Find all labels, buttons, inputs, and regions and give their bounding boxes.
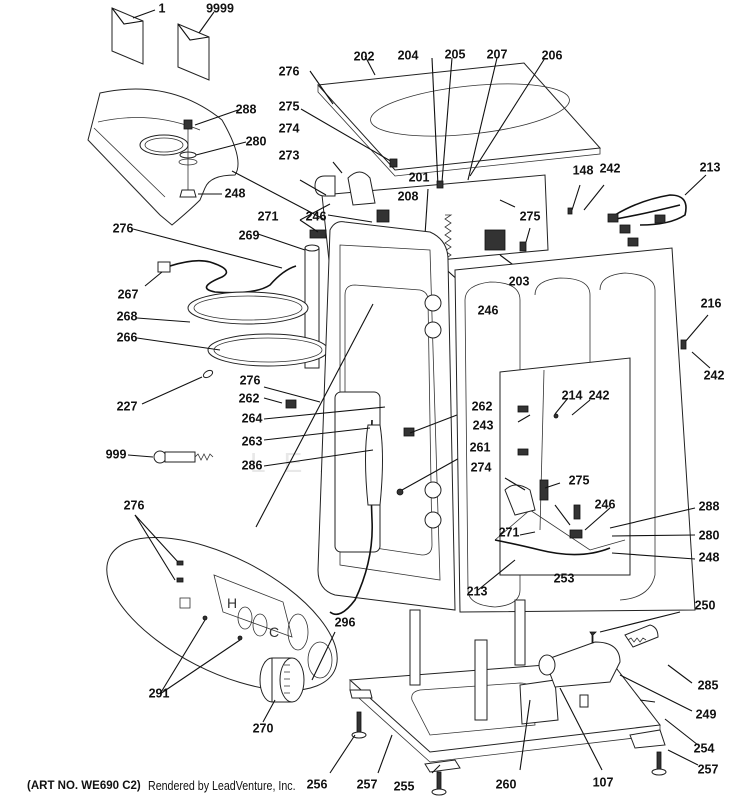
cabinet-base (329, 599, 699, 796)
callout-256[interactable]: 256 (306, 777, 328, 792)
callout-276[interactable]: 276 (239, 373, 261, 388)
callout-255[interactable]: 255 (393, 779, 415, 794)
callout-207[interactable]: 207 (486, 47, 508, 62)
callout-262[interactable]: 262 (238, 391, 260, 406)
callout-280[interactable]: 280 (245, 134, 267, 149)
callout-249[interactable]: 249 (695, 707, 717, 722)
art-number: (ART NO. WE690 C2) (27, 780, 141, 792)
callout-291[interactable]: 291 (148, 686, 170, 701)
callout-260[interactable]: 260 (495, 777, 517, 792)
callout-242[interactable]: 242 (703, 368, 725, 383)
callout-253[interactable]: 253 (553, 571, 575, 586)
callout-213[interactable]: 213 (699, 160, 721, 175)
cabinet-side (454, 247, 711, 613)
callout-271[interactable]: 271 (498, 525, 520, 540)
literature-packet-9999 (177, 11, 215, 81)
callout-204[interactable]: 204 (397, 48, 419, 63)
callout-148[interactable]: 148 (572, 163, 594, 178)
callout-288[interactable]: 288 (698, 499, 720, 514)
callout-227[interactable]: 227 (116, 399, 138, 414)
callout-270[interactable]: 270 (252, 721, 274, 736)
callout-274[interactable]: 274 (470, 460, 492, 475)
callout-254[interactable]: 254 (693, 741, 715, 756)
callout-246[interactable]: 246 (305, 209, 327, 224)
svg-text:C: C (269, 624, 279, 640)
top-panel (300, 55, 602, 177)
callout-999[interactable]: 999 (105, 447, 127, 462)
leveling-leg (351, 711, 667, 796)
callout-208[interactable]: 208 (397, 189, 419, 204)
callout-276[interactable]: 276 (278, 64, 300, 79)
callout-242[interactable]: 242 (599, 161, 621, 176)
callout-206[interactable]: 206 (541, 48, 563, 63)
callout-275[interactable]: 275 (278, 99, 300, 114)
front-cabinet (255, 221, 473, 616)
callout-203[interactable]: 203 (508, 274, 530, 289)
render-credit: Rendered by LeadVenture, Inc. (148, 778, 296, 793)
callout-275[interactable]: 275 (519, 209, 541, 224)
timer-knob (259, 657, 305, 703)
callout-246[interactable]: 246 (594, 497, 616, 512)
callout-214[interactable]: 214 (561, 388, 583, 403)
callout-269[interactable]: 269 (238, 228, 260, 243)
callout-263[interactable]: 263 (241, 434, 263, 449)
shipping-bolt (127, 450, 214, 464)
callout-261[interactable]: 261 (469, 440, 491, 455)
callout-268[interactable]: 268 (116, 309, 138, 324)
callout-201[interactable]: 201 (408, 170, 430, 185)
callout-288[interactable]: 288 (235, 102, 257, 117)
callout-1[interactable]: 1 (158, 1, 166, 16)
callout-285[interactable]: 285 (697, 678, 719, 693)
callout-257[interactable]: 257 (356, 777, 378, 792)
control-panel-detail: H C (106, 514, 338, 723)
callout-271[interactable]: 271 (257, 209, 279, 224)
callout-248[interactable]: 248 (698, 550, 720, 565)
callout-257[interactable]: 257 (697, 762, 719, 777)
callout-202[interactable]: 202 (353, 49, 375, 64)
callout-262[interactable]: 262 (471, 399, 493, 414)
literature-packet-1 (111, 7, 156, 65)
svg-text:H: H (227, 595, 237, 611)
callout-9999[interactable]: 9999 (206, 1, 234, 16)
callout-275[interactable]: 275 (568, 473, 590, 488)
callout-274[interactable]: 274 (278, 121, 300, 136)
console-endcap (87, 88, 336, 226)
callout-107[interactable]: 107 (592, 775, 614, 790)
callout-250[interactable]: 250 (694, 598, 716, 613)
callout-296[interactable]: 296 (334, 615, 356, 630)
power-cord (132, 228, 297, 294)
callout-266[interactable]: 266 (116, 330, 138, 345)
callout-276[interactable]: 276 (123, 498, 145, 513)
wire-harness (567, 174, 707, 247)
callout-267[interactable]: 267 (117, 287, 139, 302)
callout-205[interactable]: 205 (444, 47, 466, 62)
callout-286[interactable]: 286 (241, 458, 263, 473)
callout-280[interactable]: 280 (698, 528, 720, 543)
callout-246[interactable]: 246 (477, 303, 499, 318)
callout-273[interactable]: 273 (278, 148, 300, 163)
callout-242[interactable]: 242 (588, 388, 610, 403)
callout-264[interactable]: 264 (241, 411, 263, 426)
fill-hoses (136, 291, 329, 405)
callout-213[interactable]: 213 (466, 584, 488, 599)
callout-243[interactable]: 243 (472, 418, 494, 433)
callout-216[interactable]: 216 (700, 296, 722, 311)
water-valve-assembly (257, 161, 376, 369)
callout-248[interactable]: 248 (224, 186, 246, 201)
callout-276[interactable]: 276 (112, 221, 134, 236)
